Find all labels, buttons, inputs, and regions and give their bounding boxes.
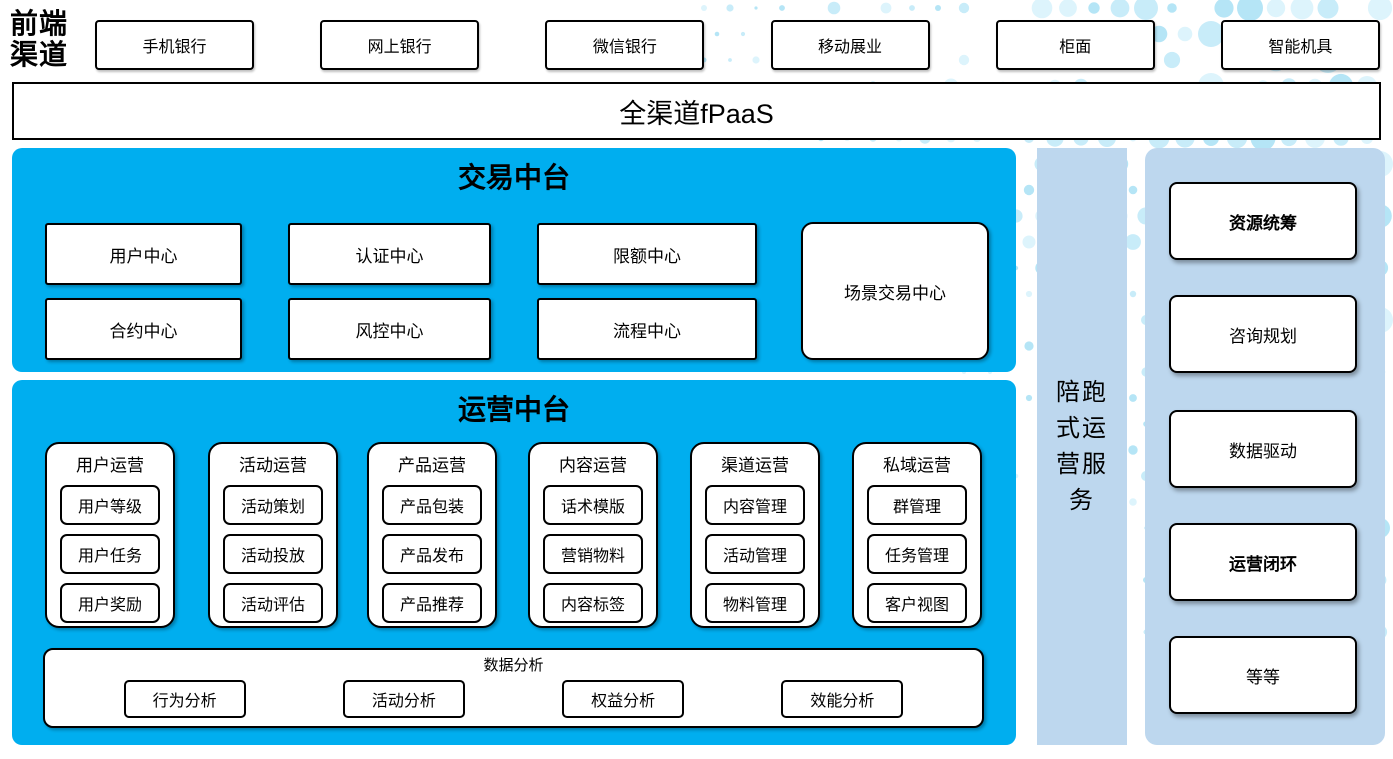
analysis-item-box: 行为分析 — [123, 680, 246, 718]
channel-box: 微信银行 — [545, 20, 705, 70]
channel-label: 手机银行 — [142, 39, 207, 56]
channel-label: 柜面 — [1059, 39, 1092, 56]
ops-item-box: 产品发布 — [382, 534, 482, 574]
ops-item-box: 话术模版 — [543, 485, 643, 525]
ops-column-title: 用户运营 — [76, 456, 144, 475]
ops-column-title: 产品运营 — [398, 456, 466, 475]
ops-item-box: 客户视图 — [867, 583, 967, 623]
right-service-panel: 资源统筹 咨询规划 数据驱动 运营闭环 等等 — [1145, 148, 1385, 745]
fpaas-label: 全渠道fPaaS — [619, 98, 774, 129]
front-channels-row: 手机银行 网上银行 微信银行 移动展业 柜面 智能机具 — [95, 20, 1380, 70]
ops-item-box: 内容标签 — [543, 583, 643, 623]
ops-column-title: 私域运营 — [883, 456, 951, 475]
channel-box: 移动展业 — [770, 20, 930, 70]
accompany-service-bar: 陪跑式运营服务 — [1037, 148, 1127, 745]
channel-label: 智能机具 — [1268, 39, 1333, 56]
ops-item-box: 用户等级 — [60, 485, 160, 525]
channel-label: 微信银行 — [592, 39, 657, 56]
ops-column-title: 活动运营 — [239, 456, 307, 475]
channel-box: 智能机具 — [1220, 20, 1380, 70]
ops-item-box: 活动评估 — [223, 583, 323, 623]
ops-item-box: 产品推荐 — [382, 583, 482, 623]
ops-column-title: 渠道运营 — [721, 456, 789, 475]
channel-label: 移动展业 — [818, 39, 883, 56]
channel-label: 网上银行 — [367, 39, 432, 56]
ops-item-box: 任务管理 — [867, 534, 967, 574]
ops-platform-section: 运营中台 用户运营 用户等级 用户任务 用户奖励 活动运营 活动策划 活动投放 … — [12, 380, 1016, 745]
analysis-item-box: 权益分析 — [562, 680, 685, 718]
center-box: 风控中心 — [288, 298, 491, 360]
ops-column: 用户运营 用户等级 用户任务 用户奖励 — [45, 442, 175, 628]
center-box: 流程中心 — [537, 298, 757, 360]
analysis-item-box: 活动分析 — [342, 680, 465, 718]
center-box: 限额中心 — [537, 223, 757, 285]
ops-item-box: 用户任务 — [60, 534, 160, 574]
ops-column: 渠道运营 内容管理 活动管理 物料管理 — [690, 442, 820, 628]
data-analysis-title: 数据分析 — [483, 657, 544, 674]
ops-column: 活动运营 活动策划 活动投放 活动评估 — [208, 442, 338, 628]
service-box: 咨询规划 — [1169, 295, 1357, 373]
front-channels-label: 前端渠道 — [10, 7, 69, 71]
fpaas-bar: 全渠道fPaaS — [12, 82, 1381, 140]
ops-item-box: 产品包装 — [382, 485, 482, 525]
ops-column: 内容运营 话术模版 营销物料 内容标签 — [528, 442, 658, 628]
scenario-center-box: 场景交易中心 — [801, 222, 989, 360]
center-box: 合约中心 — [45, 298, 242, 360]
data-analysis-panel: 数据分析 行为分析 活动分析 权益分析 效能分析 — [43, 648, 984, 728]
trade-platform-title: 交易中台 — [457, 162, 570, 193]
service-box: 数据驱动 — [1169, 410, 1357, 488]
ops-platform-title: 运营中台 — [457, 394, 570, 425]
ops-column: 私域运营 群管理 任务管理 客户视图 — [852, 442, 982, 628]
ops-column: 产品运营 产品包装 产品发布 产品推荐 — [367, 442, 497, 628]
ops-item-box: 活动策划 — [223, 485, 323, 525]
service-box: 资源统筹 — [1169, 182, 1357, 260]
data-analysis-row: 行为分析 活动分析 权益分析 效能分析 — [45, 680, 982, 718]
channel-box: 柜面 — [995, 20, 1155, 70]
service-box: 等等 — [1169, 636, 1357, 714]
service-box: 运营闭环 — [1169, 523, 1357, 601]
ops-item-box: 群管理 — [867, 485, 967, 525]
center-box: 用户中心 — [45, 223, 242, 285]
ops-item-box: 物料管理 — [705, 583, 805, 623]
ops-item-box: 营销物料 — [543, 534, 643, 574]
ops-item-box: 用户奖励 — [60, 583, 160, 623]
ops-item-box: 活动投放 — [223, 534, 323, 574]
analysis-item-box: 效能分析 — [781, 680, 904, 718]
ops-item-box: 内容管理 — [705, 485, 805, 525]
accompany-service-label: 陪跑式运营服务 — [1056, 378, 1108, 514]
ops-column-title: 内容运营 — [559, 456, 627, 475]
trade-platform-section: 交易中台 用户中心 认证中心 限额中心 合约中心 风控中心 流程中心 场景交易中… — [12, 148, 1016, 372]
channel-box: 网上银行 — [320, 20, 480, 70]
ops-item-box: 活动管理 — [705, 534, 805, 574]
channel-box: 手机银行 — [95, 20, 254, 70]
center-box: 认证中心 — [288, 223, 491, 285]
